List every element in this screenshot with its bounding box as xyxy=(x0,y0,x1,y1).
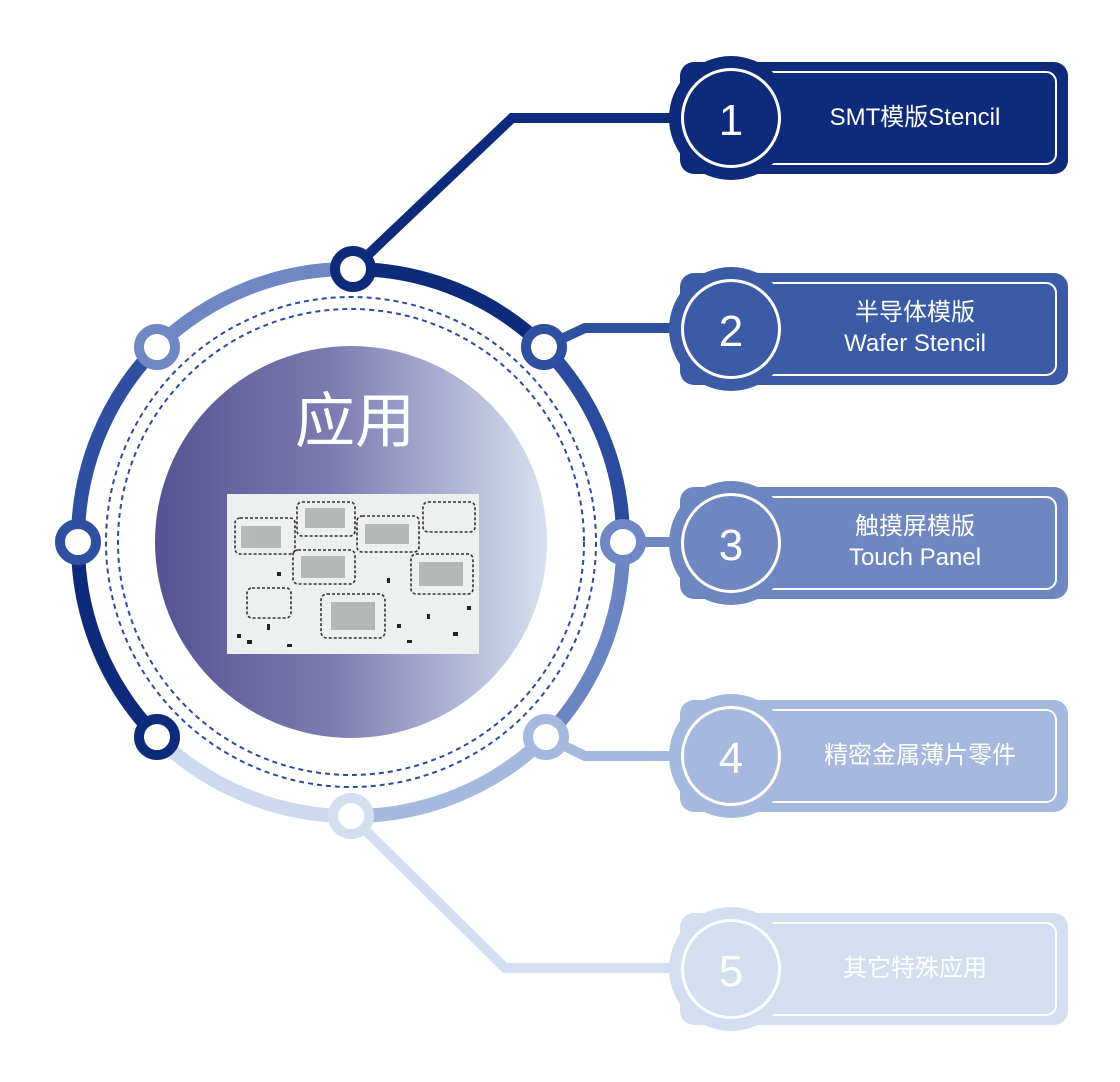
item-2-label: 半导体模版 Wafer Stencil xyxy=(790,297,1040,359)
item-4-label: 精密金属薄片零件 xyxy=(790,740,1050,771)
item-1-number-badge: 1 xyxy=(681,68,781,168)
item-5-label: 其它特殊应用 xyxy=(790,953,1040,984)
item-1-label-text: SMT模版Stencil xyxy=(829,104,1001,131)
ring-node-left-bottom xyxy=(134,714,180,760)
ring-segment-1 xyxy=(352,262,549,353)
ring-segment-3 xyxy=(540,541,631,742)
item-5-number-badge: 5 xyxy=(681,919,781,1019)
ring-segment-5 xyxy=(152,732,352,824)
ring-segment-2 xyxy=(539,342,631,543)
ring-node-3 xyxy=(600,519,646,565)
item-3-number-badge: 3 xyxy=(681,493,781,593)
item-3-label-line1: 触摸屏模版 xyxy=(855,513,975,540)
ring-node-left-top xyxy=(134,324,180,370)
stencil-photo xyxy=(227,494,479,654)
ring-node-4 xyxy=(523,714,569,760)
item-5-label-text: 其它特殊应用 xyxy=(843,955,987,982)
connector-1 xyxy=(349,113,690,273)
ring-segment-7 xyxy=(70,342,162,543)
ring-node-1 xyxy=(330,246,376,292)
item-1-label: SMT模版Stencil xyxy=(790,102,1040,133)
ring-segment-6 xyxy=(70,541,162,742)
ring-segment-4 xyxy=(350,732,551,824)
ring-segment-8 xyxy=(152,261,354,353)
dashed-ring-inner xyxy=(117,308,585,776)
stencil-pattern xyxy=(227,494,479,654)
ring-node-2 xyxy=(521,324,567,370)
ring-node-left xyxy=(55,519,101,565)
connector-5 xyxy=(347,812,690,973)
item-2-label-line2: Wafer Stencil xyxy=(844,330,986,357)
item-4-number-badge: 4 xyxy=(681,706,781,806)
item-2-number-badge: 2 xyxy=(681,279,781,379)
item-2-label-line1: 半导体模版 xyxy=(855,299,975,326)
dashed-ring-outer xyxy=(105,296,597,788)
item-4-label-text: 精密金属薄片零件 xyxy=(824,742,1016,769)
item-3-label: 触摸屏模版 Touch Panel xyxy=(790,511,1040,573)
center-title: 应用 xyxy=(295,387,415,457)
item-3-label-line2: Touch Panel xyxy=(848,544,982,571)
ring-node-5 xyxy=(328,793,374,839)
